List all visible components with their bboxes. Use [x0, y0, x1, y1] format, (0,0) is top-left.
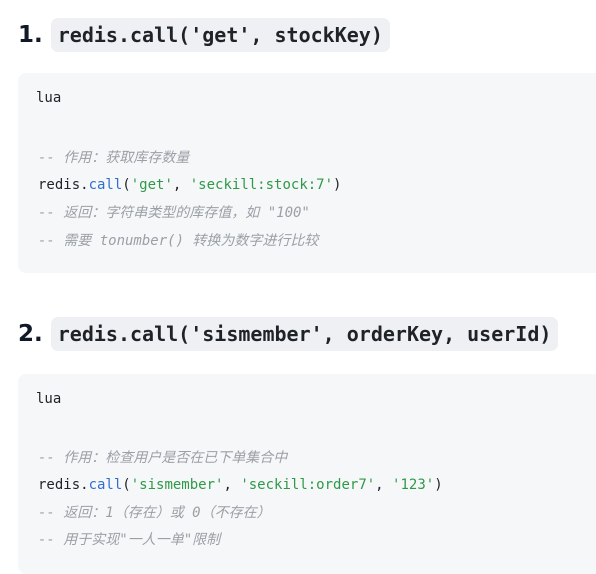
code-block-2-comment-purpose: -- 作用：检查用户是否在已下单集合中	[38, 450, 288, 466]
code-arg-1: 'get'	[130, 177, 173, 193]
code-fn: call	[88, 177, 123, 193]
code-close-paren: )	[333, 177, 342, 193]
code-fn: call	[88, 477, 123, 493]
code-arg-1: 'sismember'	[130, 477, 224, 493]
code-obj: redis.	[38, 477, 89, 493]
section-2-number: 2.	[18, 321, 43, 347]
code-obj: redis.	[38, 177, 89, 193]
section-2-title-code: redis.call('sismember', orderKey, userId…	[50, 317, 559, 351]
code-block-2-language: lua	[36, 391, 62, 407]
code-block-2-call-line: redis.call('sismember', 'seckill:order7'…	[38, 476, 443, 494]
section-1: 1. redis.call('get', stockKey)	[18, 16, 596, 54]
code-block-1: lua -- 作用：获取库存数量 redis.call('get', 'seck…	[18, 73, 596, 273]
section-2: 2. redis.call('sismember', orderKey, use…	[18, 315, 596, 353]
section-1-heading: 1. redis.call('get', stockKey)	[18, 16, 596, 54]
code-block-1-comment-purpose: -- 作用：获取库存数量	[38, 150, 190, 166]
code-close-paren: )	[434, 477, 443, 493]
code-block-1-language: lua	[36, 90, 62, 106]
code-separator: ,	[375, 477, 393, 493]
code-block-2-comment-note: -- 用于实现"一人一单"限制	[38, 532, 221, 548]
section-1-title-code: redis.call('get', stockKey)	[50, 18, 390, 52]
code-arg-2: 'seckill:order7'	[240, 477, 376, 493]
code-block-1-comment-return: -- 返回：字符串类型的库存值，如 "100"	[38, 205, 310, 221]
code-arg-3: '123'	[392, 477, 435, 493]
code-arg-2: 'seckill:stock:7'	[189, 177, 334, 193]
code-separator: ,	[223, 477, 241, 493]
code-block-1-call-line: redis.call('get', 'seckill:stock:7')	[38, 176, 341, 194]
code-separator: ,	[172, 177, 190, 193]
code-block-2-comment-return: -- 返回：1（存在）或 0（不存在）	[38, 505, 271, 521]
code-open-paren: (	[122, 477, 131, 493]
code-block-2: lua -- 作用：检查用户是否在已下单集合中 redis.call('sism…	[18, 374, 596, 574]
section-1-number: 1.	[18, 22, 43, 48]
section-2-heading: 2. redis.call('sismember', orderKey, use…	[18, 315, 596, 353]
code-open-paren: (	[122, 177, 131, 193]
code-block-1-comment-note: -- 需要 tonumber() 转换为数字进行比较	[38, 233, 319, 249]
